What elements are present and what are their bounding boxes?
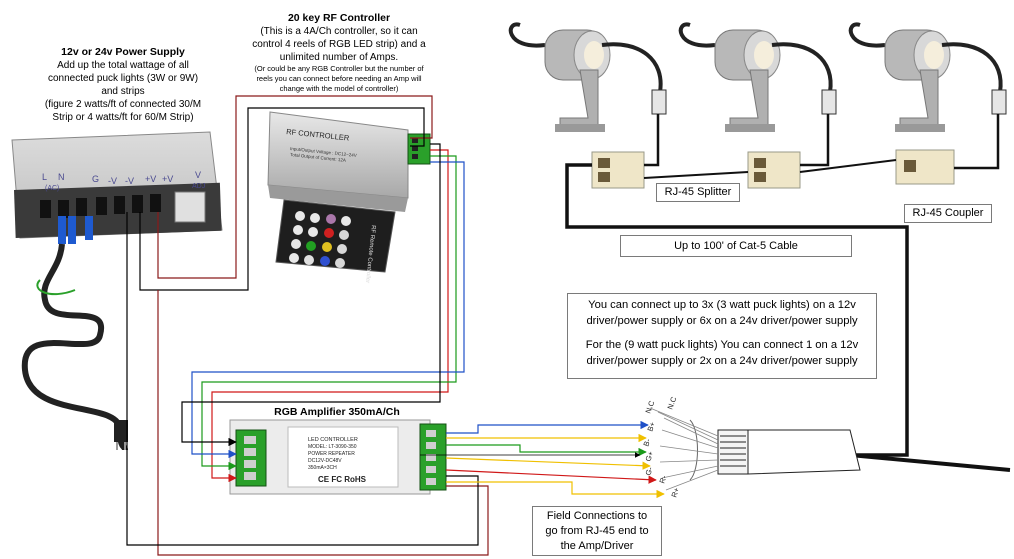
amp-device-line-4: DC12V-DC48V bbox=[308, 458, 342, 464]
amp-device-line-2: MODEL: LT-3090-350 bbox=[308, 444, 357, 450]
terminal-label-v2: -V bbox=[125, 176, 134, 186]
rf-controller-note-2: reels you can connect before needing an … bbox=[256, 74, 422, 83]
power-wires bbox=[126, 95, 489, 556]
rf-controller-title: 20 key RF Controller bbox=[287, 12, 391, 24]
rf-controller-line-2: control 4 reels of RGB LED strip) and a bbox=[252, 39, 426, 50]
rj45-splitter-1 bbox=[591, 151, 645, 189]
terminal-label-v1: -V bbox=[108, 176, 117, 186]
cat5-cables bbox=[565, 114, 1011, 472]
rj45-pin-bminus: B- bbox=[641, 437, 652, 448]
terminal-label-g: G bbox=[92, 174, 99, 184]
terminal-sub-adj: ADJ bbox=[192, 183, 205, 190]
output-wires bbox=[420, 420, 665, 499]
terminal-label-l: L bbox=[42, 172, 47, 182]
note-p2-line-1: For the (9 watt puck lights) You can con… bbox=[585, 339, 859, 351]
power-supply-line-4: (figure 2 watts/ft of connected 30/M bbox=[44, 99, 202, 110]
rj45-pin-rminus: R- bbox=[657, 474, 668, 485]
rj45-coupler bbox=[895, 149, 955, 185]
rf-device-spec-1: Input/Output Voltage : DC12~24V bbox=[290, 146, 357, 158]
rf-controller: RF CONTROLLER Input/Output Voltage : DC1… bbox=[267, 111, 431, 283]
note-p2-line-2: driver/power supply or 2x on a 24v drive… bbox=[586, 355, 858, 367]
field-connections-line-2: go from RJ-45 end to bbox=[545, 525, 649, 537]
rj45-pin-nc1: N.C bbox=[643, 399, 656, 415]
amp-device-line-3: POWER REPEATER bbox=[308, 451, 355, 457]
rf-remote: RF Remote Controller bbox=[275, 199, 396, 283]
rf-controller-line-3: unlimited number of Amps. bbox=[279, 52, 399, 63]
rf-device-spec-2: Total Output of Current: 12A bbox=[290, 152, 346, 163]
puck-light-notes: You can connect up to 3x (3 watt puck li… bbox=[567, 293, 877, 379]
rgb-amplifier: LED CONTROLLER MODEL: LT-3090-350 POWER … bbox=[229, 419, 447, 495]
puck-light-1 bbox=[508, 22, 667, 132]
control-wires bbox=[181, 143, 465, 483]
rf-controller-note-3: change with the model of controller) bbox=[279, 84, 399, 93]
rj45-pin-bplus: B+ bbox=[645, 420, 657, 432]
terminal-sub-ac: (AC) bbox=[45, 185, 59, 192]
terminal-label-v4: +V bbox=[162, 174, 173, 184]
puck-light-3 bbox=[848, 22, 1007, 132]
psu-terminal-labels: L N G -V -V +V +V V (AC) ADJ bbox=[42, 170, 205, 192]
amplifier-title: RGB Amplifier 350mA/Ch bbox=[274, 406, 400, 418]
cat5-cable-label: Up to 100' of Cat-5 Cable bbox=[620, 235, 852, 257]
power-supply-line-2: connected puck lights (3W or 9W) bbox=[47, 73, 199, 84]
rf-controller-line-1: (This is a 4A/Ch controller, so it can bbox=[260, 26, 418, 37]
power-supply-title: 12v or 24v Power Supply bbox=[61, 46, 185, 58]
note-p1-line-2: driver/power supply or 6x on a 24v drive… bbox=[586, 315, 858, 327]
terminal-label-n: N bbox=[58, 172, 65, 182]
amp-device-line-5: 350mA×3CH bbox=[308, 465, 337, 471]
rj45-pin-nc2: N.C bbox=[665, 395, 678, 411]
power-supply-text: 12v or 24v Power Supply Add up the total… bbox=[18, 46, 228, 124]
power-supply-line-5: Strip or 4 watts/ft for 60/M Strip) bbox=[52, 112, 194, 123]
field-connections-line-1: Field Connections to bbox=[546, 510, 648, 522]
rj45-pin-rplus: R+ bbox=[669, 486, 681, 499]
field-connections-line-3: the Amp/Driver bbox=[560, 540, 634, 552]
rf-controller-note-1: (Or could be any RGB Controller but the … bbox=[254, 64, 424, 73]
rj45-splitter-2 bbox=[747, 151, 801, 189]
rj45-coupler-label: RJ-45 Coupler bbox=[904, 204, 992, 223]
rf-controller-text: 20 key RF Controller (This is a 4A/Ch co… bbox=[236, 12, 442, 94]
rj45-plug: N.C N.C B+ B- G+ G- R- R+ bbox=[641, 395, 861, 499]
note-p1-line-1: You can connect up to 3x (3 watt puck li… bbox=[588, 299, 856, 311]
power-supply: L N G -V -V +V +V V (AC) ADJ bbox=[11, 131, 223, 451]
power-supply-line-3: and strips bbox=[101, 86, 145, 97]
puck-light-2 bbox=[678, 22, 837, 132]
terminal-label-v3: +V bbox=[145, 174, 156, 184]
psu-terminals bbox=[40, 191, 206, 223]
amp-certs: CE FC RoHS bbox=[318, 475, 367, 484]
field-connections-label: Field Connections to go from RJ-45 end t… bbox=[532, 506, 662, 556]
rj45-pin-gminus: G- bbox=[643, 465, 654, 476]
terminal-label-vadj: V bbox=[195, 170, 201, 180]
amp-device-line-1: LED CONTROLLER bbox=[308, 437, 358, 443]
power-supply-line-1: Add up the total wattage of all bbox=[57, 60, 189, 71]
rj45-splitter-label: RJ-45 Splitter bbox=[656, 183, 740, 202]
